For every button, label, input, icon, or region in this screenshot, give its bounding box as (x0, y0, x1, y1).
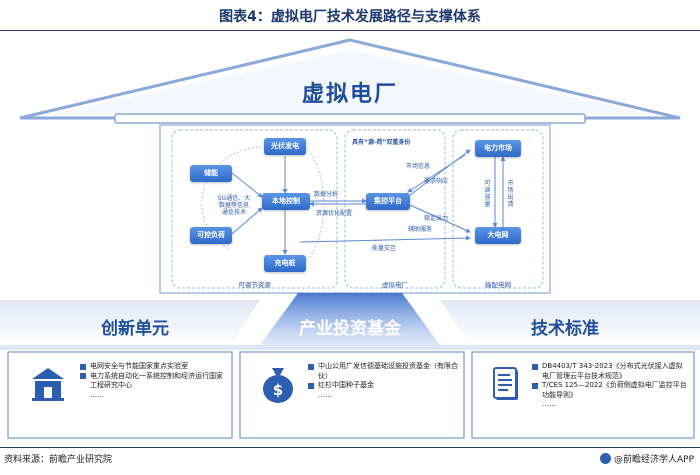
list-item: T/CES 125—2022《负荷侧虚拟电厂监控平台功能导则》 (532, 381, 688, 400)
brand-logo-icon (599, 453, 611, 464)
standard-list: DB4403/T 343-2023《分布式光伏接入虚拟电厂管理云平台技术规范》 … (532, 362, 688, 410)
pillar-title-innovation: 创新单元 (101, 319, 169, 339)
list-item: 红杉中国种子基金 (308, 381, 458, 391)
svg-text:$: $ (273, 381, 283, 399)
title-rule (0, 30, 700, 31)
node-local-control: 本地控制 (262, 193, 310, 210)
node-control-platform: 集控平台 (366, 193, 410, 210)
label-market-info: 市场信息 (406, 163, 431, 170)
node-storage: 储能 (190, 165, 232, 182)
roof-title: 虚拟电厂 (301, 82, 398, 107)
section-right-box (452, 129, 544, 289)
document-icon (493, 367, 518, 400)
node-main-grid: 大电网 (475, 227, 521, 244)
source-note: 资料来源：前瞻产业研究院 (4, 455, 113, 465)
label-demand-response: 需求响应 (424, 178, 449, 185)
node-controllable-load: 可控负荷 (190, 227, 232, 244)
pillar-title-standard: 技术标准 (531, 319, 599, 339)
label-energy-exchange: 能量交互 (372, 245, 397, 252)
section-middle-box (344, 129, 446, 289)
list-more: …… (90, 390, 104, 399)
list-item: 电力系统自动化一系统控制和经济运行国家工程研究中心 (80, 372, 228, 391)
list-more: …… (318, 390, 332, 399)
node-power-market: 电力市场 (475, 140, 521, 157)
chart-title: 图表4：虚拟电厂技术发展路径与支撑体系 (219, 9, 481, 25)
label-market-clearing: 市场出清 (507, 180, 514, 208)
label-resource-opt: 资源优化配置 (316, 210, 353, 217)
card-standard (471, 351, 695, 439)
innovation-list: 电网安全与节能国家重点实验室 电力系统自动化一系统控制和经济运行国家工程研究中心… (80, 362, 228, 400)
section-right-label: 输配电网 (485, 281, 511, 289)
footer-rule (0, 447, 700, 448)
roof-beam (114, 113, 586, 124)
label-stable-output: 稳定出力 (424, 215, 449, 222)
list-item: 电网安全与节能国家重点实验室 (80, 362, 228, 372)
node-charging-pile: 充电桩 (264, 255, 306, 272)
list-item: DB4403/T 343-2023《分布式光伏接入虚拟电厂管理云平台技术规范》 (532, 362, 688, 381)
label-data-analysis: 数据分析 (314, 191, 339, 198)
brand-credit: @前瞻经济学人APP (599, 452, 694, 465)
dual-identity-label: 具有“源-荷”双重身份 (352, 139, 411, 146)
center-spotlight (260, 293, 440, 345)
pillar-title-fund: 产业投资基金 (299, 319, 401, 339)
comm-tech-label: 5G通信、大 数据等信息 通信技术 (217, 195, 251, 216)
bank-icon (32, 368, 64, 401)
label-aux-service: 辅助服务 (408, 226, 433, 233)
node-pv: 光伏发电 (264, 138, 306, 155)
section-left-box (171, 129, 338, 289)
list-more: …… (542, 400, 556, 408)
brand-text: @前瞻经济学人APP (613, 455, 694, 465)
fund-list: 中山公用广发信德基础设施投资基金（有限合伙） 红杉中国种子基金 …… (308, 362, 458, 400)
list-item: 中山公用广发信德基础设施投资基金（有限合伙） (308, 362, 458, 381)
section-left-label: 可调节资源 (238, 281, 271, 289)
money-bag-icon: $ (263, 368, 293, 403)
section-middle-label: 虚拟电厂 (382, 281, 408, 289)
label-adjustable-capacity: 可调容量 (484, 180, 491, 208)
